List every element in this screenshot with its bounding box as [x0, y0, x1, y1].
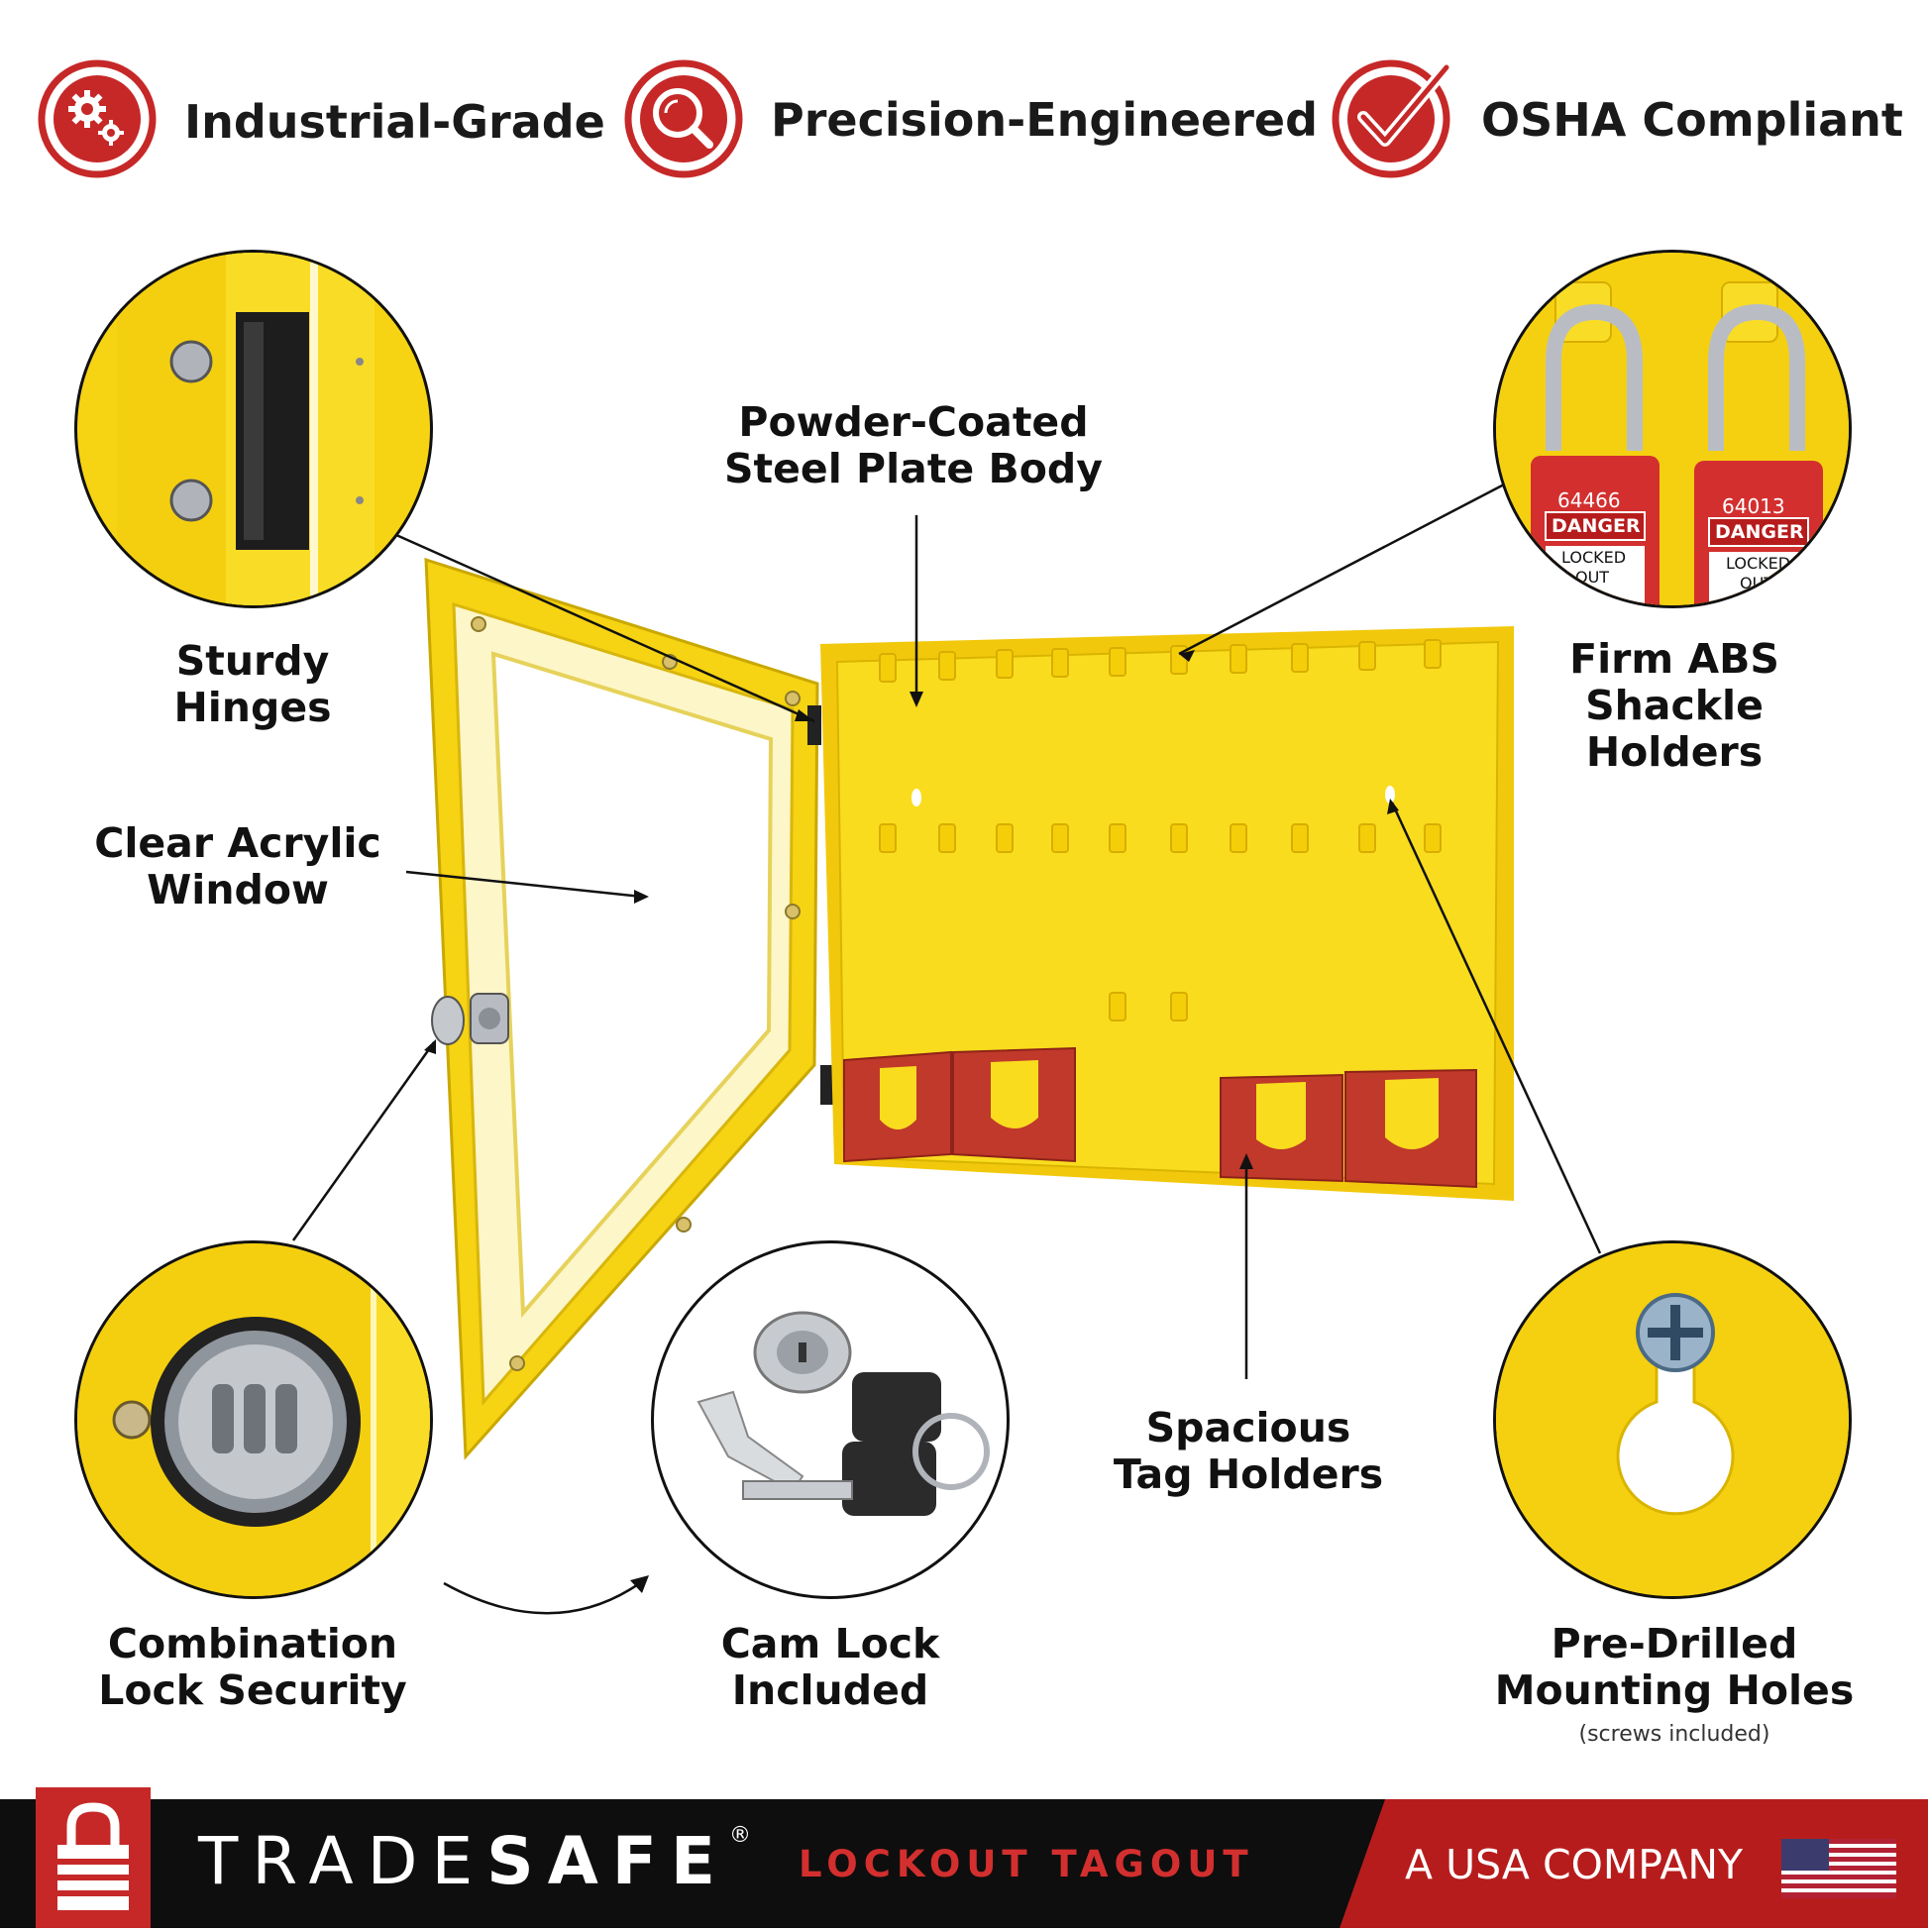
padlock-danger: DANGER	[1715, 521, 1804, 543]
callout-line: Firm ABS	[1569, 635, 1779, 683]
combination-lock-detail-image	[74, 1240, 433, 1599]
registered-mark: ®	[728, 1823, 751, 1848]
padlock-number: 64013	[1722, 494, 1785, 518]
feature-precision: Precision-Engineered	[622, 57, 1319, 180]
padlock-number: 64466	[1557, 488, 1621, 512]
callout-acrylic-window: Clear Acrylic Window	[79, 820, 396, 913]
feature-label: OSHA Compliant	[1481, 93, 1903, 147]
brand-logo: TRADESAFE®	[198, 1823, 751, 1899]
callout-line: Steel Plate Body	[723, 445, 1103, 492]
checkmark-icon	[1332, 59, 1452, 178]
callout-line: Mounting Holes	[1494, 1666, 1855, 1714]
callout-line: Sturdy	[175, 637, 330, 685]
tagline: LOCKOUT TAGOUT	[799, 1843, 1254, 1885]
footer-red-stripe	[1322, 1799, 1928, 1928]
callout-note: (screws included)	[1578, 1722, 1770, 1747]
padlock-text: LOCKED	[1561, 548, 1627, 567]
feature-label: Precision-Engineered	[771, 93, 1319, 147]
callout-line: Holders	[1585, 728, 1764, 776]
padlock-text: OUT	[1740, 574, 1774, 592]
padlock-danger: DANGER	[1552, 515, 1641, 537]
gears-icon	[38, 59, 157, 178]
callout-cam-lock: Cam Lock Included	[694, 1621, 967, 1714]
cam-lock-detail-image	[651, 1240, 1010, 1599]
acrylic-door	[424, 557, 819, 1460]
callout-line: Powder-Coated	[738, 398, 1089, 446]
feature-label: Industrial-Grade	[184, 95, 605, 149]
hinges-detail-image	[74, 250, 433, 608]
padlock-text: LOCKED	[1726, 554, 1791, 573]
callout-line: Combination	[107, 1620, 398, 1667]
padlock-logo-icon	[36, 1787, 151, 1928]
magnifier-icon	[624, 59, 743, 178]
callout-line: Cam Lock	[720, 1620, 940, 1667]
brand-bold: SAFE	[486, 1823, 729, 1899]
feature-industrial: Industrial-Grade	[36, 57, 605, 180]
shackle-holders-detail-image: 64466 DANGER LOCKED OUT 64013 DANGER LOC…	[1493, 250, 1852, 608]
callout-tag-holders: Spacious Tag Holders	[1100, 1405, 1397, 1498]
callout-line: Pre-Drilled	[1551, 1620, 1798, 1667]
callout-mounting-holes: Pre-Drilled Mounting Holes	[1486, 1621, 1863, 1714]
callout-shackle-holders: Firm ABS Shackle Holders	[1541, 636, 1808, 776]
feature-osha: OSHA Compliant	[1330, 57, 1924, 180]
callout-line: Shackle	[1585, 682, 1764, 729]
usa-company: A USA COMPANY	[1405, 1841, 1744, 1888]
callout-line: Lock Security	[98, 1666, 407, 1714]
cabinet-body	[820, 626, 1514, 1201]
callout-line: Window	[147, 866, 329, 913]
callout-line: Spacious	[1145, 1404, 1351, 1451]
padlock-text: OUT	[1575, 568, 1610, 587]
callout-body: Powder-Coated Steel Plate Body	[715, 399, 1112, 492]
callout-sturdy-hinges: Sturdy Hinges	[149, 638, 357, 731]
callout-line: Included	[731, 1666, 929, 1714]
us-flag-icon	[1781, 1839, 1896, 1898]
callout-line: Clear Acrylic	[94, 819, 381, 867]
callout-line: Tag Holders	[1113, 1450, 1384, 1498]
callout-combination-lock: Combination Lock Security	[89, 1621, 416, 1714]
footer-bar: TRADESAFE® LOCKOUT TAGOUT A USA COMPANY	[0, 1787, 1928, 1928]
brand-light: TRADE	[198, 1823, 487, 1899]
mounting-hole-detail-image	[1493, 1240, 1852, 1599]
callout-line: Hinges	[173, 684, 332, 731]
